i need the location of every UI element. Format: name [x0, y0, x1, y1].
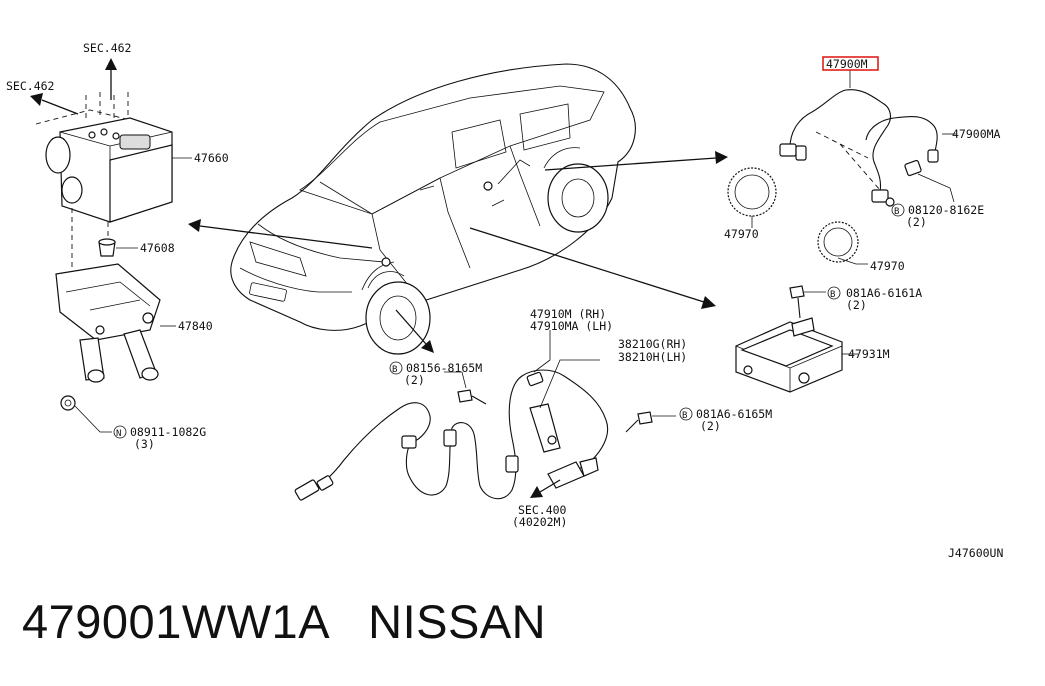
part-47910ma-label: 47910MA (LH)	[530, 319, 613, 333]
b-bolt-unit-qty: (2)	[846, 298, 867, 312]
n-circle-icon	[113, 425, 127, 439]
ring-rear-label: 47970	[870, 259, 905, 273]
brand-name: NISSAN	[368, 595, 547, 648]
part-47660-label: 47660	[194, 151, 229, 165]
front-sensor-harness	[294, 330, 676, 501]
b-bolt-sensor-qty: (2)	[906, 215, 927, 229]
b-bolt-rear-code: 081A6-6165M	[696, 407, 772, 421]
b-circle-icon	[827, 286, 841, 300]
part-47608-label: 47608	[140, 241, 175, 255]
part-caption: 479001WW1A NISSAN	[22, 596, 546, 648]
sec462-top-label: SEC.462	[83, 41, 131, 55]
part-47910m-label: 47910M (RH)	[530, 307, 606, 321]
abs-actuator-group	[30, 58, 192, 433]
b-circle-letter-front: B	[392, 365, 397, 375]
part-47900m-label: 47900M	[826, 57, 868, 71]
sensor-unit-group	[735, 285, 858, 393]
part-47900ma-label: 47900MA	[952, 127, 1001, 141]
b-circle-letter-sensor: B	[894, 207, 899, 217]
sec400-sub-label: (40202M)	[512, 515, 567, 529]
diagram-code-label: J47600UN	[948, 546, 1003, 560]
n-bolt-code: 08911-1082G	[130, 425, 206, 439]
b-bolt-front-qty: (2)	[404, 373, 425, 387]
sec462-left-label: SEC.462	[6, 79, 54, 93]
vehicle-outline	[188, 63, 728, 355]
part-38210g-label: 38210G(RH)	[618, 337, 687, 351]
b-bolt-rear-qty: (2)	[700, 419, 721, 433]
ring-front-label: 47970	[724, 227, 759, 241]
n-bolt-qty: (3)	[134, 437, 155, 451]
b-bolt-sensor-code: 08120-8162E	[908, 203, 984, 217]
highlight-box	[822, 56, 879, 71]
part-47840-label: 47840	[178, 319, 213, 333]
b-circle-icon	[891, 203, 905, 217]
part-38210h-label: 38210H(LH)	[618, 350, 687, 364]
n-circle-letter: N	[116, 429, 121, 439]
b-bolt-unit-code: 081A6-6161A	[846, 286, 922, 300]
b-circle-icon	[389, 361, 403, 375]
b-circle-letter-rear: B	[682, 411, 687, 421]
sec400-label: SEC.400	[518, 503, 567, 517]
b-bolt-front-code: 08156-8165M	[406, 361, 482, 375]
part-47931m-label: 47931M	[848, 347, 890, 361]
part-number: 479001WW1A	[22, 595, 328, 648]
b-circle-icon	[679, 407, 693, 421]
b-circle-letter-unit: B	[830, 290, 835, 300]
rear-sensor-group	[727, 70, 956, 265]
